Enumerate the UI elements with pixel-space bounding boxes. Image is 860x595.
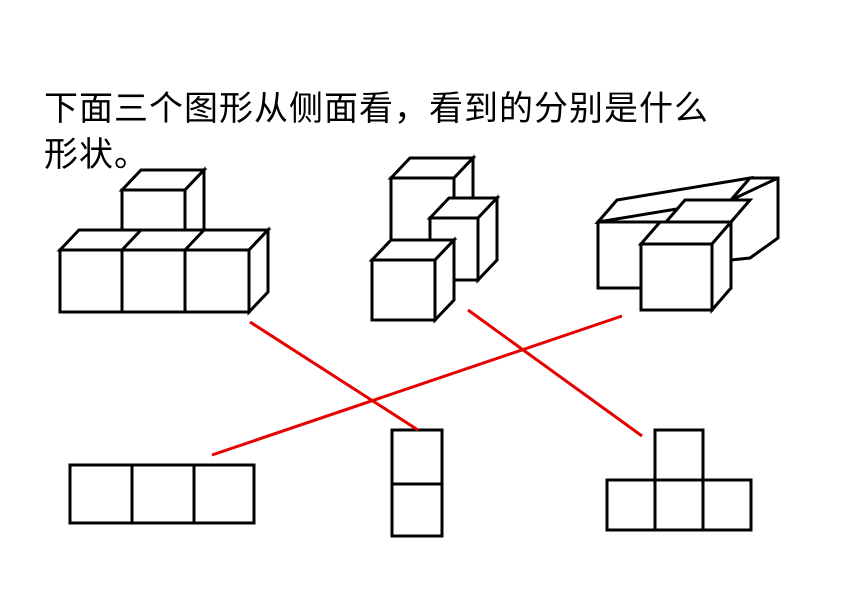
question-text: 下面三个图形从侧面看，看到的分别是什么 形状。 [44, 86, 824, 178]
match-line-3 [211, 314, 623, 457]
match-lines [211, 308, 643, 457]
figure-t-shape-blocks [56, 166, 272, 316]
match-line-2 [467, 308, 643, 438]
side-view-column-of-two [390, 428, 444, 538]
question-line-1: 下面三个图形从侧面看，看到的分别是什么 [44, 89, 709, 129]
figure-l-shape-blocks [594, 175, 780, 315]
match-line-1 [249, 320, 419, 432]
question-line-2: 形状。 [44, 135, 149, 175]
side-view-t-shape [605, 428, 753, 532]
figure-stacked-blocks [368, 154, 501, 324]
side-view-row-of-three [68, 463, 256, 525]
